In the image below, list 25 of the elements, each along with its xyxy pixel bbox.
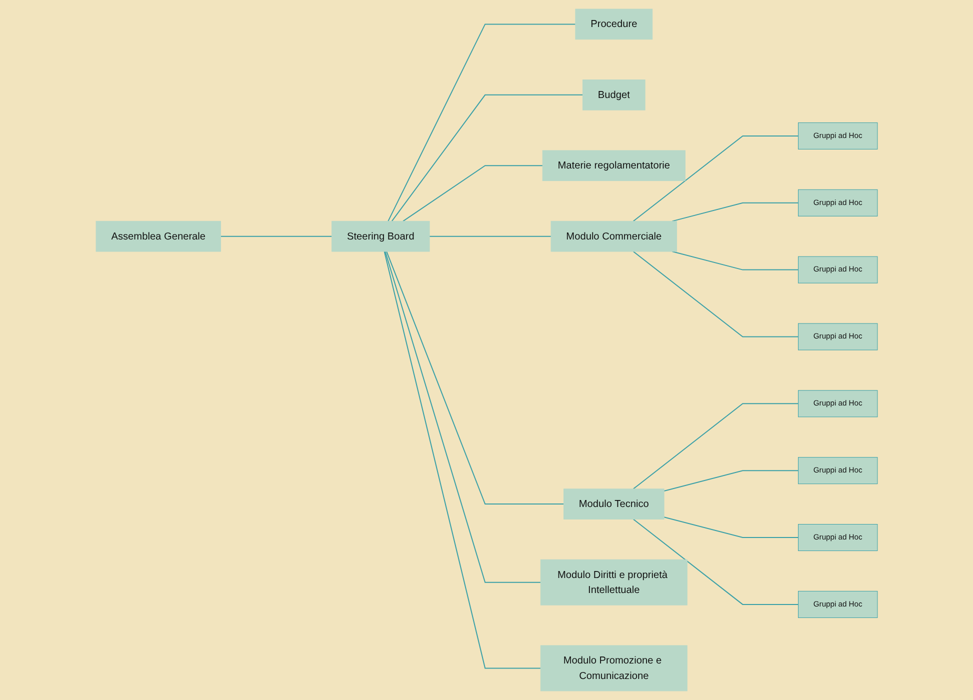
connector <box>387 24 576 222</box>
node-box: Modulo Diritti e proprietà Intellettuale <box>540 559 688 606</box>
connector <box>632 518 798 605</box>
connector <box>384 251 540 583</box>
connector <box>672 202 798 222</box>
node-box: Assemblea Generale <box>96 220 221 252</box>
node-box: Steering Board <box>331 220 430 252</box>
connector <box>402 165 542 222</box>
connector <box>632 251 798 338</box>
node-box: Modulo Commerciale <box>550 220 677 252</box>
connector <box>386 251 564 505</box>
node-box: Modulo Promozione e Comunicazione <box>540 645 688 692</box>
node-box: Materie regolamentatorie <box>542 150 686 182</box>
node-box: Procedure <box>574 8 652 40</box>
connector <box>632 403 798 490</box>
node-box: Modulo Tecnico <box>563 488 664 520</box>
connector <box>384 251 540 669</box>
connector <box>664 516 798 538</box>
node-box: Budget <box>582 80 646 110</box>
connector <box>664 470 798 492</box>
connector <box>632 135 798 222</box>
connector <box>429 236 551 237</box>
connector <box>672 251 798 270</box>
connector <box>220 236 332 237</box>
connector <box>391 94 582 222</box>
